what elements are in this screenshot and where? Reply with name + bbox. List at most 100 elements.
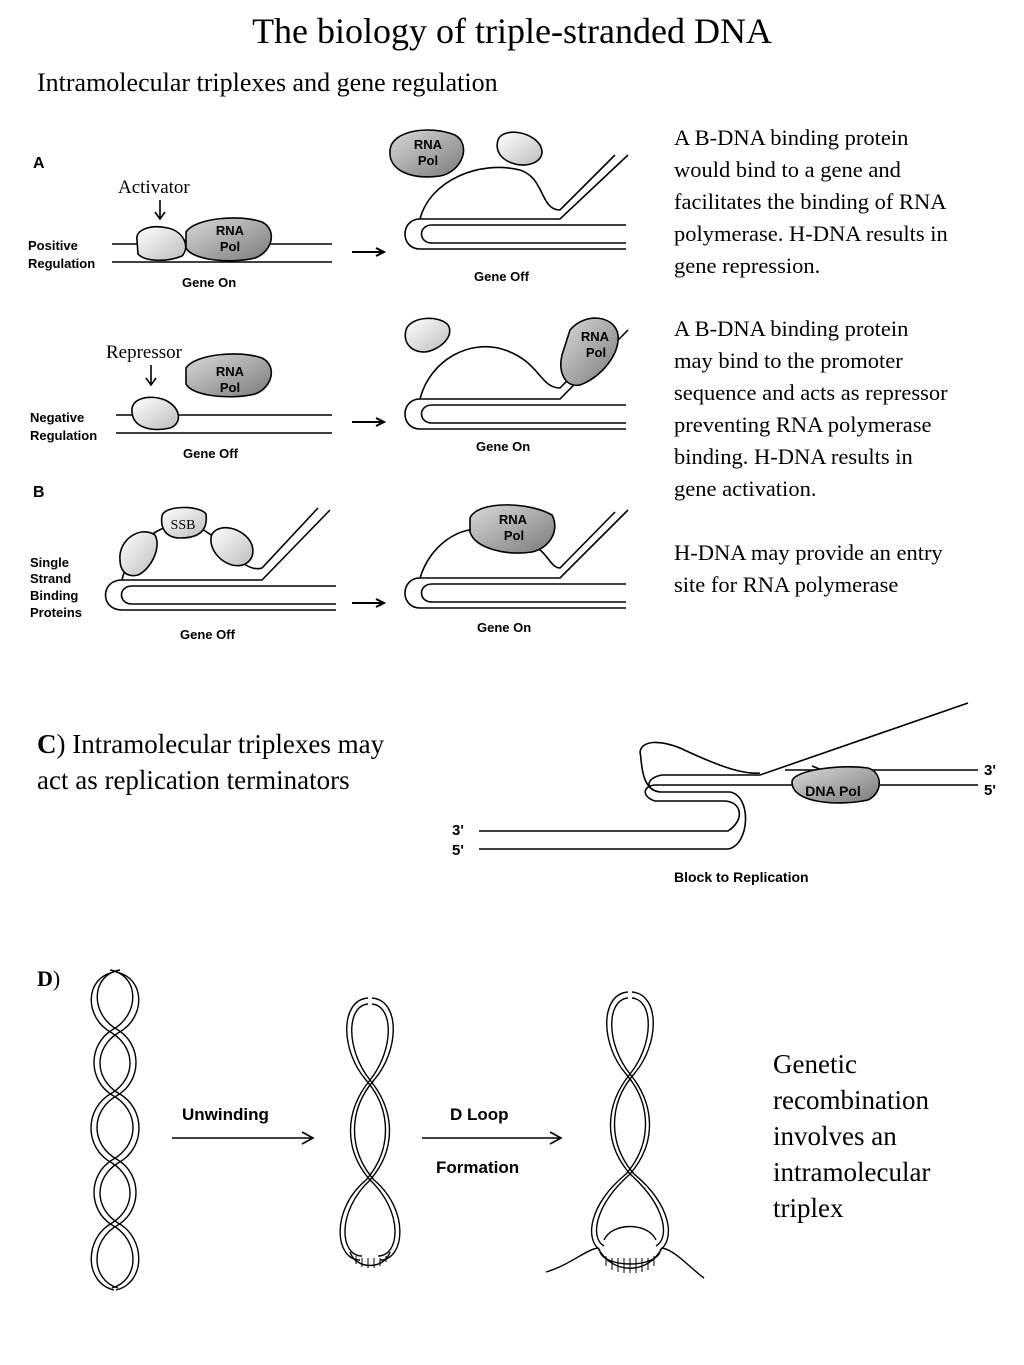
dna-polymerase	[791, 765, 881, 804]
transition-arrow	[352, 417, 387, 427]
h-dna-single-strand	[419, 331, 616, 400]
h-dna-single-strand	[419, 154, 616, 220]
positive-regulation-label-2: Regulation	[28, 256, 95, 271]
ssb-protein	[119, 531, 158, 577]
panel-d-text-line: triplex	[773, 1193, 844, 1223]
slide-title: The biology of triple-stranded DNA	[252, 11, 772, 51]
panel-d-paren: )	[52, 966, 61, 991]
panel-d-label: D)	[37, 966, 60, 992]
ssb-row-label-4: Proteins	[30, 605, 82, 620]
panel-c-diagram: DNA Pol 3' 5' 3' 5' Block to Replication	[452, 702, 996, 885]
activator-label: Activator	[118, 177, 190, 198]
panel-d-text: Genetic recombination involves an intram…	[773, 1046, 930, 1226]
h-dna-strand	[104, 509, 336, 611]
note-line: A B-DNA binding protein	[674, 125, 909, 150]
h-dna-loop	[420, 224, 626, 244]
h-dna-loop	[420, 404, 626, 424]
repressor-label: Repressor	[106, 342, 183, 363]
rna-pol-label-1: RNA	[216, 364, 245, 379]
note-line: binding. H-DNA results in	[674, 444, 913, 469]
slide-subtitle: Intramolecular triplexes and gene regula…	[37, 68, 498, 97]
rna-pol-label-1: RNA	[581, 329, 610, 344]
five-prime-label: 5'	[452, 842, 464, 859]
invading-strand	[545, 1247, 705, 1279]
activator-protein	[496, 131, 543, 166]
negative-regulation-label-2: Regulation	[30, 428, 97, 443]
three-prime-label: 3'	[452, 822, 464, 839]
note-line: A B-DNA binding protein	[674, 316, 909, 341]
panel-b: B Single Strand Binding Proteins SSB Gen…	[30, 484, 629, 642]
note-line: polymerase. H-DNA results in	[674, 221, 948, 246]
h-dna-loop	[420, 583, 626, 603]
note-line: would bind to a gene and	[674, 157, 901, 182]
ssb-protein	[160, 506, 208, 539]
panel-a: A Positive Regulation Activator RNA Pol …	[28, 129, 629, 290]
note-line: preventing RNA polymerase	[674, 412, 932, 437]
rna-polymerase	[560, 317, 619, 387]
repressor-protein	[404, 317, 451, 353]
rna-pol-label-1: RNA	[414, 137, 443, 152]
note-line: may bind to the promoter	[674, 348, 903, 373]
ssb-protein	[210, 526, 254, 567]
gene-on-label: Gene On	[182, 275, 236, 290]
activator-protein	[136, 225, 187, 262]
panel-d-diagram: Unwinding D Loop Formation	[90, 969, 705, 1291]
panel-a-letter: A	[33, 155, 45, 172]
gene-off-label: Gene Off	[183, 446, 239, 461]
h-dna-strand	[404, 154, 629, 250]
rna-polymerase	[469, 504, 556, 554]
panel-d-text-line: Genetic	[773, 1049, 857, 1079]
panel-c-description: ) Intramolecular triplexes may act as re…	[37, 729, 385, 795]
panel-d-text-line: involves an	[773, 1121, 897, 1151]
repressor-protein	[131, 396, 180, 431]
d-loop-label: D Loop	[450, 1105, 509, 1124]
rna-polymerase	[389, 129, 465, 178]
note-line: gene repression.	[674, 253, 821, 278]
gene-on-label: Gene On	[476, 439, 530, 454]
repressor-arrow	[145, 365, 157, 387]
panel-c-letter: C	[37, 729, 57, 759]
panel-d-text-line: intramolecular	[773, 1157, 931, 1187]
rna-pol-label-2: Pol	[220, 239, 240, 254]
negative-regulation-label-1: Negative	[30, 410, 84, 425]
unwinding-arrow	[172, 1131, 315, 1145]
note-line: site for RNA polymerase	[674, 572, 899, 597]
positive-regulation-label-1: Positive	[28, 238, 78, 253]
h-dna-loop	[120, 585, 336, 605]
formation-label: Formation	[436, 1158, 519, 1177]
gene-off-label: Gene Off	[180, 627, 236, 642]
transition-arrow	[352, 598, 387, 608]
note-line: facilitates the binding of RNA	[674, 189, 947, 214]
panel-b-letter: B	[33, 484, 45, 501]
rna-pol-label-2: Pol	[418, 153, 438, 168]
panel-a-negative: Negative Regulation Repressor RNA Pol Ge…	[30, 317, 629, 461]
gene-on-label: Gene On	[477, 620, 531, 635]
unwound-bubble	[349, 1251, 391, 1267]
d-loop-inner	[603, 1225, 657, 1241]
rna-pol-label-1: RNA	[216, 223, 245, 238]
activator-arrow	[154, 200, 166, 221]
rna-polymerase	[185, 353, 273, 398]
block-to-replication-caption: Block to Replication	[674, 869, 809, 885]
ssb-row-label-2: Strand	[30, 571, 71, 586]
rna-pol-label-2: Pol	[220, 380, 240, 395]
note-line: sequence and acts as repressor	[674, 380, 948, 405]
three-prime-label: 3'	[984, 762, 996, 779]
gene-off-label: Gene Off	[474, 269, 530, 284]
ssb-label: SSB	[171, 518, 196, 533]
ssb-row-label-1: Single	[30, 555, 69, 570]
ssb-row-label-3: Binding	[30, 588, 78, 603]
d-loop-arrow	[422, 1131, 563, 1145]
d-loop-helix	[545, 991, 705, 1279]
panel-d-letter: D	[37, 966, 53, 991]
five-prime-label: 5'	[984, 782, 996, 799]
note-line: gene activation.	[674, 476, 817, 501]
h-dna-strand	[404, 509, 629, 609]
panel-d-text-line: recombination	[773, 1085, 929, 1115]
double-helix	[90, 969, 140, 1291]
panel-c-text: C) Intramolecular triplexes may act as r…	[37, 726, 397, 798]
h-dna-strand	[404, 329, 629, 430]
displaced-strand	[479, 702, 969, 850]
